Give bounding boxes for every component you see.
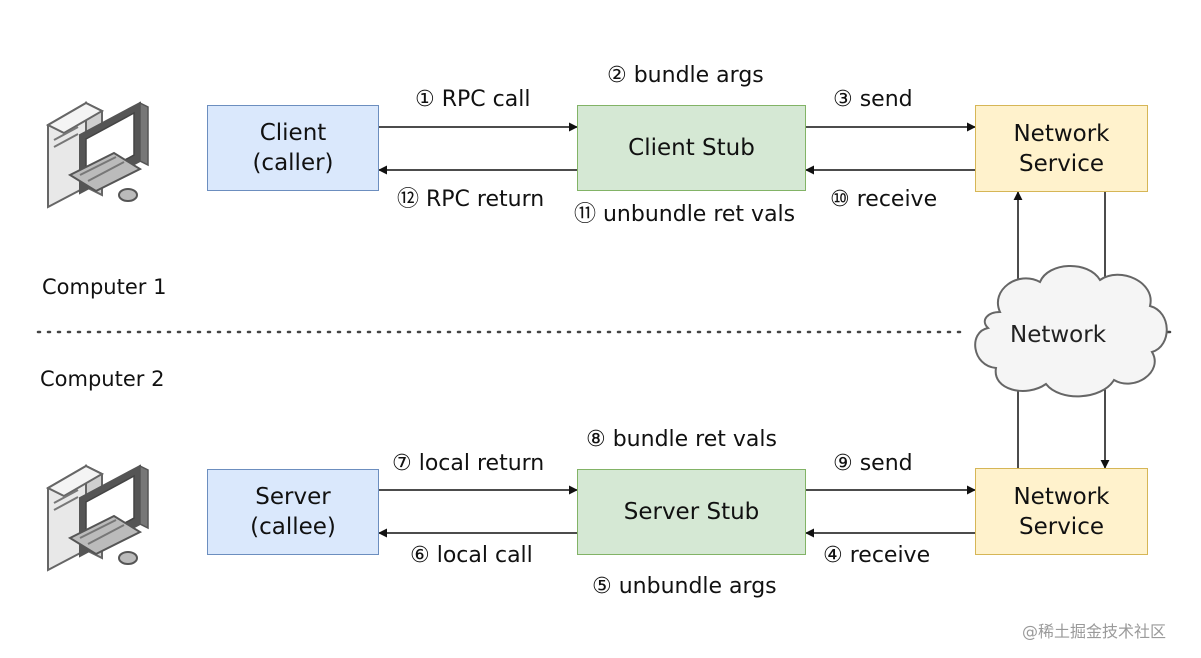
desktop-computer-icon bbox=[45, 464, 149, 572]
client-box-title: Client bbox=[259, 120, 327, 146]
step-12-label: ⑫ RPC return bbox=[397, 187, 545, 212]
computer-1-label: Computer 1 bbox=[42, 275, 167, 299]
step-10-label: ⑩ receive bbox=[830, 187, 938, 212]
network-service-box-1: Network Service bbox=[975, 105, 1148, 192]
server-box-subtitle: (callee) bbox=[250, 514, 336, 540]
network-service-title-2: Network bbox=[1013, 483, 1110, 510]
step-4-label: ④ receive bbox=[823, 543, 931, 568]
network-label: Network bbox=[1010, 322, 1107, 348]
computer-2-label: Computer 2 bbox=[40, 367, 165, 391]
server-box-title: Server bbox=[255, 484, 331, 510]
network-service-subtitle-1: Service bbox=[1018, 150, 1104, 177]
step-1-label: ① RPC call bbox=[415, 87, 531, 112]
network-cloud-icon bbox=[974, 265, 1168, 398]
client-box-subtitle: (caller) bbox=[252, 150, 334, 176]
watermark: @稀土掘金技术社区 bbox=[1022, 622, 1167, 641]
step-3-label: ③ send bbox=[833, 87, 913, 112]
network-service-title-1: Network bbox=[1013, 120, 1110, 147]
step-8-label: ⑧ bundle ret vals bbox=[586, 427, 777, 452]
server-stub-title: Server Stub bbox=[623, 499, 760, 525]
client-stub-box: Client Stub bbox=[577, 105, 806, 191]
client-stub-title: Client Stub bbox=[628, 135, 755, 161]
step-6-label: ⑥ local call bbox=[410, 543, 533, 568]
desktop-computer-icon bbox=[45, 101, 149, 209]
step-9-label: ⑨ send bbox=[833, 451, 913, 476]
step-7-label: ⑦ local return bbox=[392, 451, 545, 476]
client-box: Client (caller) bbox=[207, 105, 379, 191]
server-stub-box: Server Stub bbox=[577, 469, 806, 555]
step-11-label: ⑪ unbundle ret vals bbox=[574, 202, 796, 227]
step-2-label: ② bundle args bbox=[607, 63, 764, 88]
network-service-box-2: Network Service bbox=[975, 468, 1148, 555]
step-5-label: ⑤ unbundle args bbox=[592, 574, 777, 599]
server-box: Server (callee) bbox=[207, 469, 379, 555]
network-service-subtitle-2: Service bbox=[1018, 513, 1104, 540]
